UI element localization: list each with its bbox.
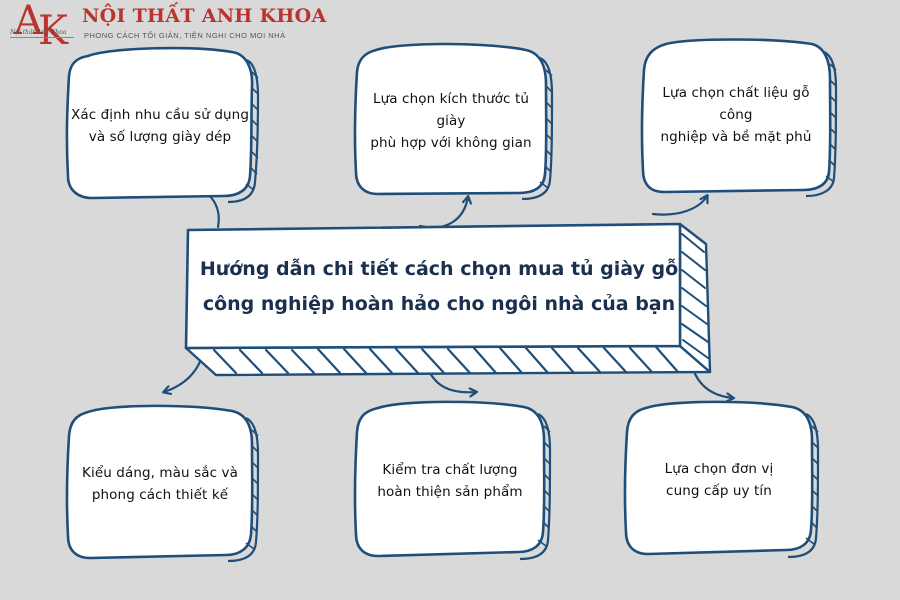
arrow-to-node-2 — [418, 197, 468, 229]
center-title: Hướng dẫn chi tiết cách chọn mua tủ giày… — [196, 228, 682, 346]
node-text-3: Lựa chọn chất liệu gỗ công nghiệp và bề m… — [644, 52, 828, 178]
center-banner — [184, 222, 712, 377]
node-5-line-2: hoàn thiện sản phẩm — [377, 484, 523, 500]
brand-name: NỘI THẤT ANH KHOA — [82, 5, 327, 27]
brand-slogan: PHONG CÁCH TỐI GIẢN, TIỆN NGHI CHO MỌI N… — [84, 31, 286, 40]
node-4-line-1: Kiểu dáng, màu sắc và — [82, 465, 238, 481]
node-box-2 — [353, 42, 554, 201]
logo-mark: A K Nội thất Anh Khoa — [8, 0, 80, 54]
node-1-line-1: Xác định nhu cầu sử dụng — [71, 107, 249, 123]
node-1-line-2: và số lượng giày dép — [88, 129, 232, 145]
logo-letter-a: A — [14, 0, 43, 44]
node-text-2: Lựa chọn kích thước tủ giày phù hợp với k… — [358, 58, 544, 184]
node-4-line-2: phong cách thiết kế — [91, 487, 229, 503]
node-6-line-1: Lựa chọn đơn vị — [664, 461, 774, 477]
logo-signature: Nội thất Anh Khoa — [10, 29, 67, 36]
center-title-line-1: Hướng dẫn chi tiết cách chọn mua tủ giày… — [199, 258, 679, 280]
node-box-3 — [640, 38, 838, 198]
node-3-line-2: nghiệp và bề mặt phủ — [660, 129, 812, 145]
brand-logo: A K Nội thất Anh Khoa NỘI THẤT ANH KHOA … — [8, 0, 326, 54]
node-text-1: Xác định nhu cầu sử dụng và số lượng giày… — [70, 64, 250, 188]
arrow-to-node-3 — [651, 196, 707, 216]
node-6-line-2: cung cấp uy tín — [666, 483, 772, 499]
node-3-line-1: Lựa chọn chất liệu gỗ công — [662, 85, 810, 123]
node-box-5 — [353, 400, 552, 561]
center-title-line-2: công nghiệp hoàn hảo cho ngôi nhà của bạ… — [202, 293, 676, 315]
node-text-4: Kiểu dáng, màu sắc và phong cách thiết kế — [70, 420, 250, 548]
node-box-6 — [623, 400, 820, 559]
node-box-1 — [65, 46, 260, 204]
node-2-line-1: Lựa chọn kích thước tủ giày — [373, 91, 529, 129]
node-5-line-1: Kiểm tra chất lượng — [382, 462, 518, 478]
node-box-4 — [65, 404, 260, 563]
node-2-line-2: phù hợp với không gian — [370, 135, 532, 151]
logo-letter-k: K — [38, 8, 68, 54]
node-text-6: Lựa chọn đơn vị cung cấp uy tín — [628, 416, 810, 544]
node-text-5: Kiểm tra chất lượng hoàn thiện sản phẩm — [358, 416, 542, 546]
